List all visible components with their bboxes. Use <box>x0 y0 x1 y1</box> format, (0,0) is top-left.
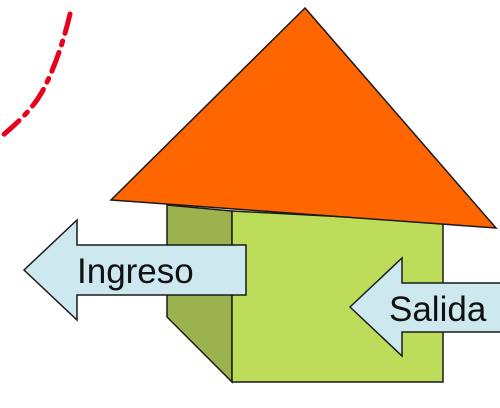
house-roof <box>109 6 498 229</box>
ingreso-arrow: Ingreso <box>22 218 247 322</box>
ingreso-label: Ingreso <box>77 252 194 291</box>
red-annotation-stroke <box>0 11 73 139</box>
salida-label: Salida <box>389 290 487 329</box>
salida-arrow: Salida <box>348 256 500 358</box>
